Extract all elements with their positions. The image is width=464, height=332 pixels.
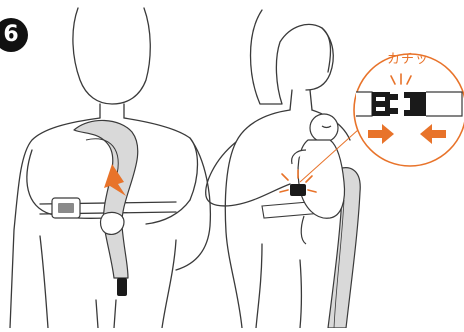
right-figure-hair: [251, 10, 331, 104]
right-figure-buckle: [290, 184, 306, 196]
left-figure-shoulder-strap: [52, 120, 138, 296]
left-figure-hair: [73, 8, 150, 104]
baby-head: [310, 114, 338, 142]
baby-leg: [301, 216, 306, 244]
left-figure-back-view: [10, 8, 210, 328]
right-figure-arm: [206, 142, 290, 206]
right-figure-legs: [256, 244, 302, 328]
buckle-callout: [354, 54, 464, 166]
left-figure-neck: [100, 104, 124, 118]
click-sound-label: カチッ: [383, 52, 433, 68]
baby-figure: [292, 114, 345, 244]
left-figure-dangling-buckle: [117, 278, 127, 296]
right-figure-neck: [290, 90, 312, 110]
left-figure-hips: [40, 236, 176, 328]
left-figure-hand: [101, 212, 124, 234]
left-figure-right-arm: [176, 138, 210, 270]
